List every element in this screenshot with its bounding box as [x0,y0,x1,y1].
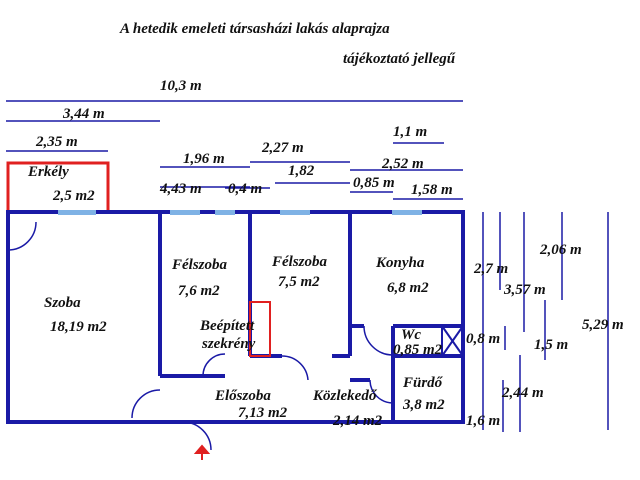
room-eloszoba-name: Előszoba [215,388,271,404]
room-beepitett-line1: Beépített [200,318,255,334]
window-konyha [392,210,422,215]
windows [58,210,422,215]
dim-h-206: 2,06 m [540,242,582,258]
room-kozlekedo-name: Közlekedő [313,388,377,404]
door-szoba [131,389,161,419]
page-subtitle: tájékoztató jellegű [343,51,456,67]
dimension-lines-vertical [482,212,609,432]
dim-158: 1,58 m [411,182,453,198]
dim-h-529: 5,29 m [582,317,624,333]
dim-443: 4,43 m [160,181,202,197]
dim-h-15: 1,5 m [534,337,569,353]
dim-04: 0,4 m [228,181,263,197]
dim-227: 2,27 m [262,140,304,156]
door-wc [363,325,394,356]
door-felszoba1 [202,353,226,377]
door-entrance [182,421,212,451]
entrance-arrow-icon [193,444,211,460]
door-felszoba2 [281,355,309,381]
room-konyha-area: 6,8 m2 [387,280,429,296]
room-konyha-name: Konyha [376,255,425,271]
wc-cross [441,325,464,357]
dim-235: 2,35 m [36,134,78,150]
dim-h-357: 3,57 m [504,282,546,298]
dim-085: 0,85 m [353,175,395,191]
room-eloszoba-area: 7,13 m2 [238,405,288,421]
room-wc-area: 0,85 m2 [393,342,443,358]
dim-h-16: 1,6 m [466,413,501,429]
dim-182: 1,82 [288,163,315,179]
room-szoba-area: 18,19 m2 [50,319,107,335]
room-felszoba1-area: 7,6 m2 [178,283,220,299]
dim-h-08: 0,8 m [466,331,501,347]
dim-344: 3,44 m [63,106,105,122]
room-furdo-area: 3,8 m2 [403,397,445,413]
window-felszoba1 [170,210,200,215]
dim-11: 1,1 m [393,124,428,140]
window-szoba [58,210,96,215]
room-beepitett-line2: szekrény [202,336,256,352]
dim-h-244: 2,44 m [502,385,544,401]
door-balcony [7,221,37,251]
door-furdo [369,379,394,404]
doors [7,221,394,451]
window-felszoba2 [280,210,310,215]
room-felszoba2-area: 7,5 m2 [278,274,320,290]
room-szoba-name: Szoba [44,295,81,311]
outer-wall [6,210,465,424]
room-felszoba1-name: Félszoba [172,257,228,273]
window-felszoba1b [215,210,235,215]
balcony-outline [6,161,110,212]
dimension-lines [6,100,463,200]
room-furdo-name: Fürdő [403,375,443,391]
room-erkely-area: 2,5 m2 [53,188,95,204]
dim-h-27: 2,7 m [474,261,509,277]
room-kozlekedo-area: 2,14 m2 [333,413,383,429]
dim-252: 2,52 m [382,156,424,172]
wardrobe-outline [249,301,271,357]
dim-total-width: 10,3 m [160,78,202,94]
page-title: A hetedik emeleti társasházi lakás alapr… [120,21,390,37]
room-erkely-name: Erkély [28,164,69,180]
room-wc-name: Wc [401,327,421,343]
room-felszoba2-name: Félszoba [272,254,328,270]
dim-196: 1,96 m [183,151,225,167]
